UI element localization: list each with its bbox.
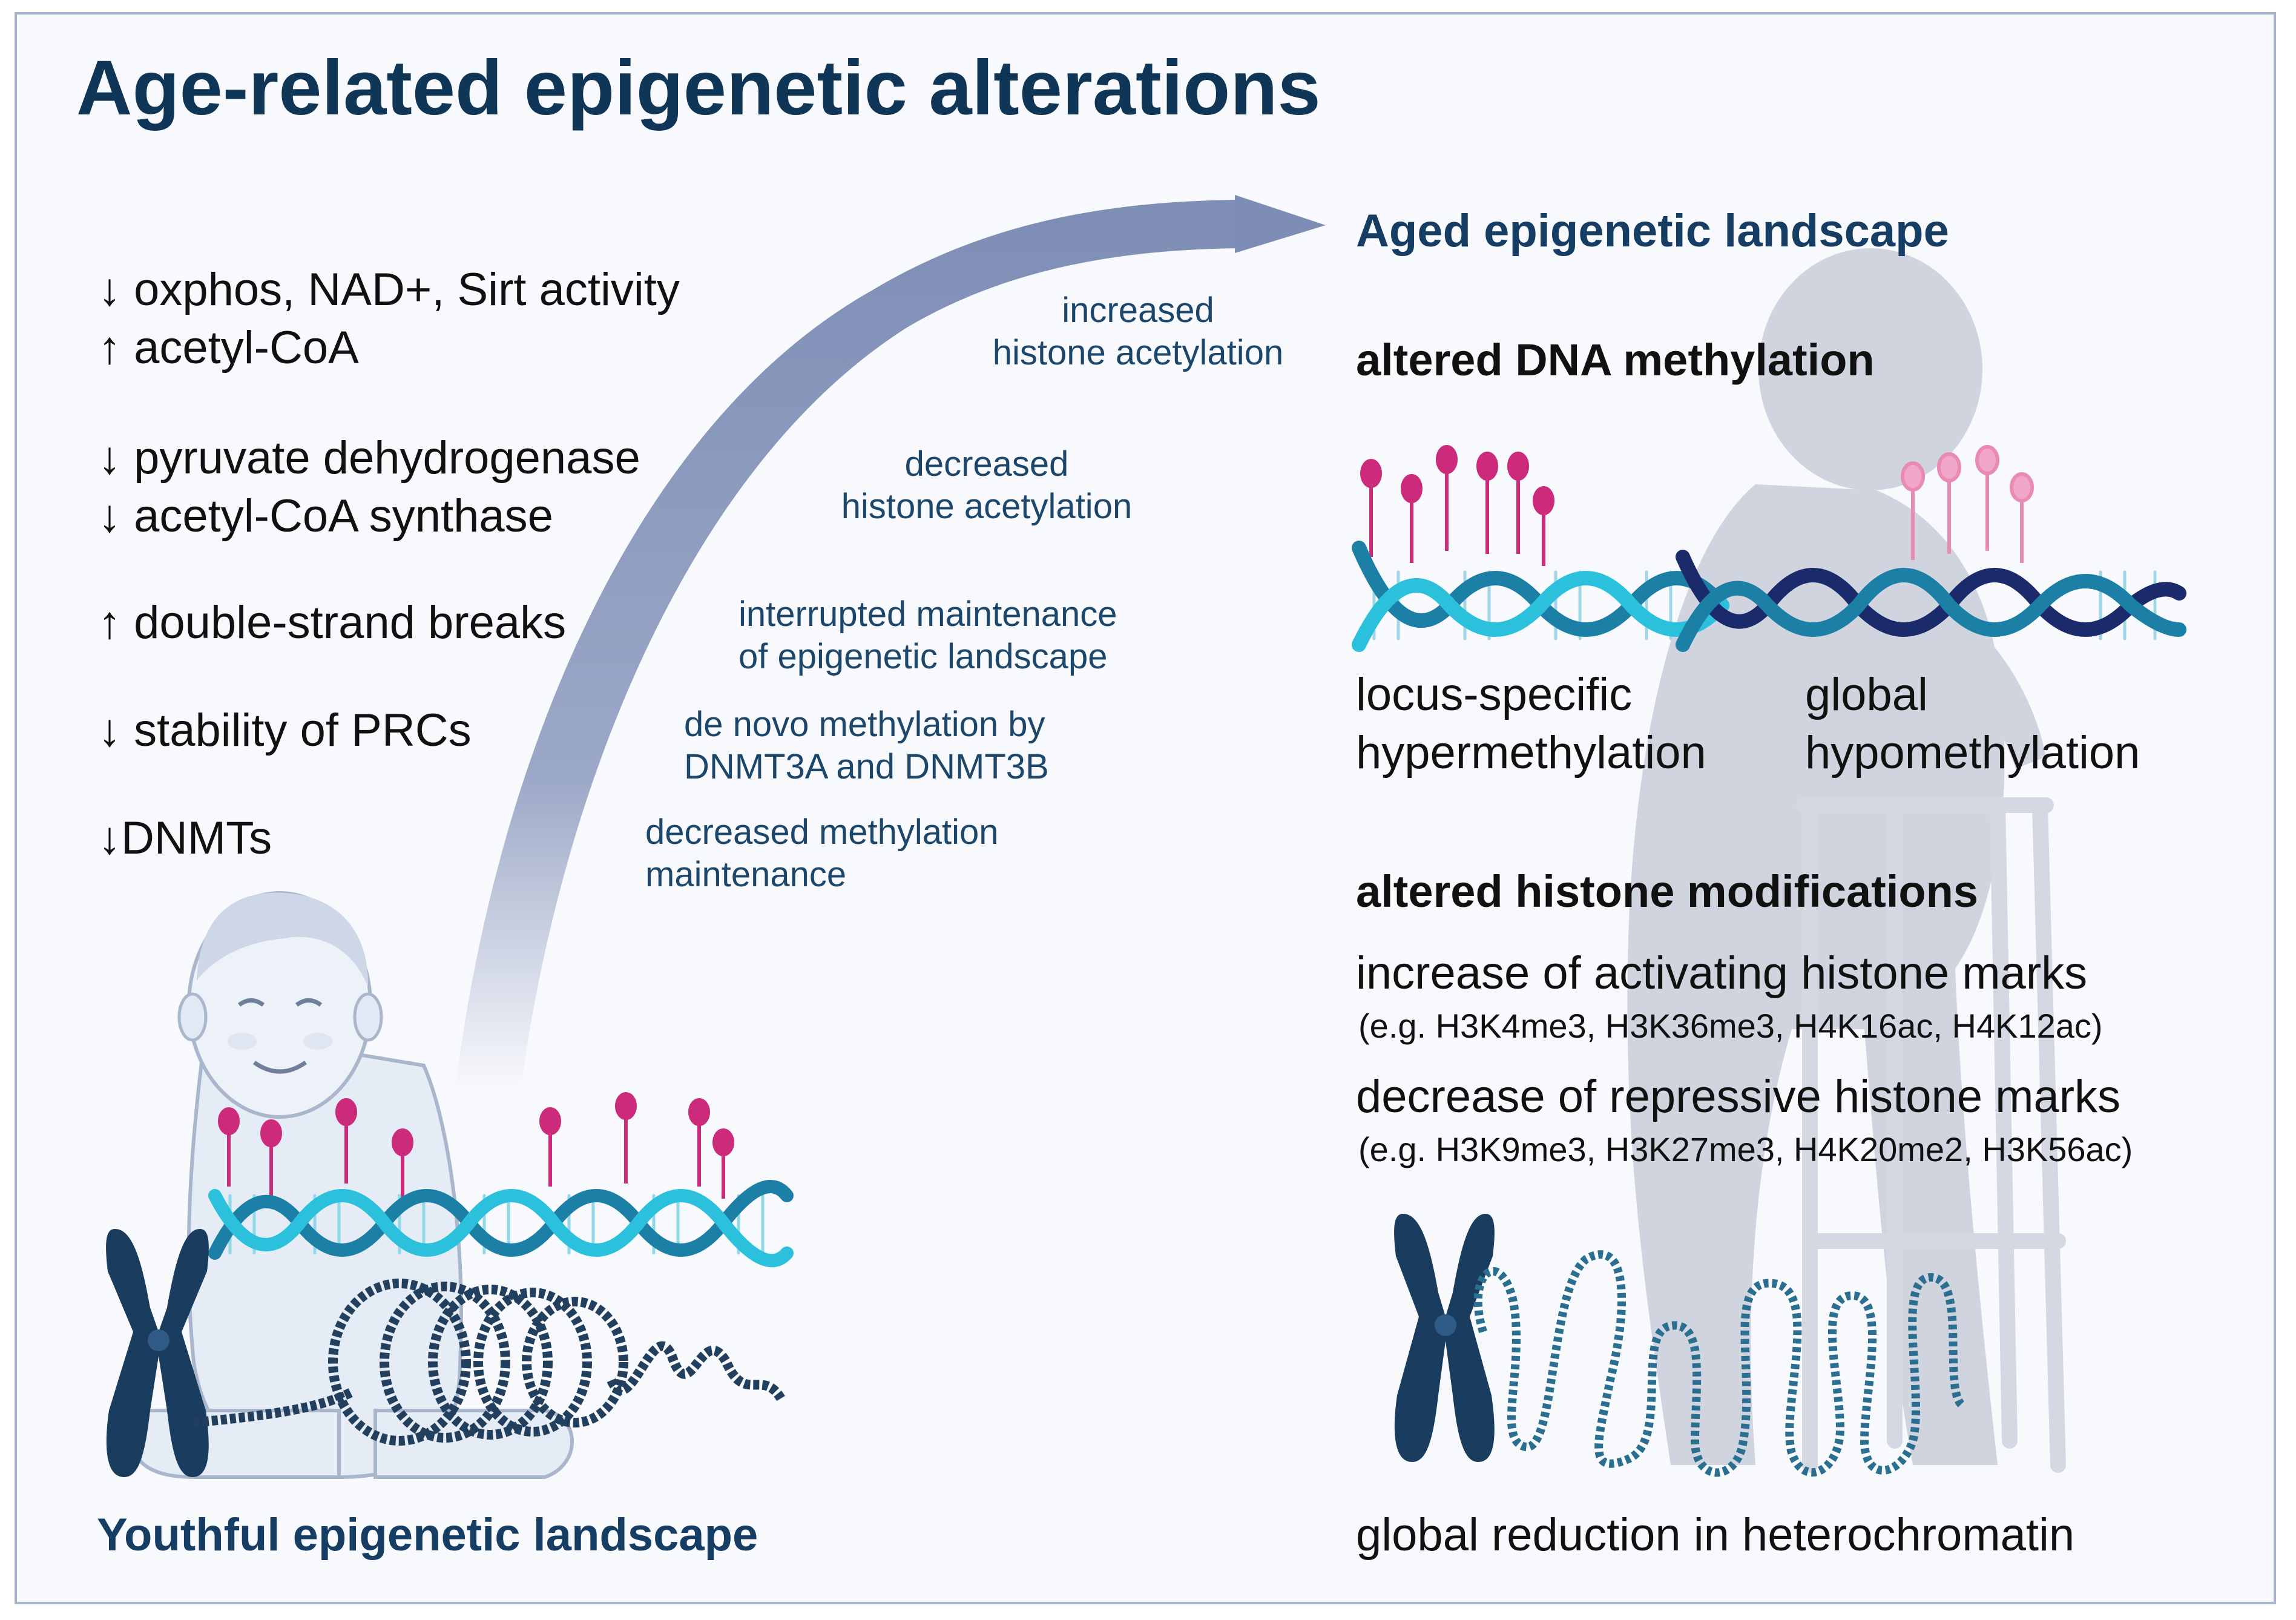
youthful-chromatin-coil xyxy=(193,1279,785,1446)
dna-methylation-heading: altered DNA methylation xyxy=(1356,335,1875,385)
walker-frame xyxy=(1796,797,2066,1473)
factor-dnmts: ↓DNMTs xyxy=(98,812,272,864)
factor-prc: ↓ stability of PRCs xyxy=(98,705,472,756)
label-increased-acetylation: increased histone acetylation xyxy=(992,291,1284,372)
factor-acss: ↓ acetyl-CoA synthase xyxy=(98,490,553,542)
aged-landscape-label: Aged epigenetic landscape xyxy=(1356,205,1949,257)
aged-chromosome xyxy=(1394,1214,1495,1462)
figure-title: Age-related epigenetic alterations xyxy=(76,45,1321,131)
label-decreased-acetylation: decreased histone acetylation xyxy=(841,444,1133,526)
aged-methyl-marks-light xyxy=(1901,445,2034,563)
arrow-head xyxy=(1235,195,1326,253)
aging-arrow xyxy=(455,200,1241,1090)
aged-methyl-marks-dark xyxy=(1360,445,1554,566)
label-interrupted-maintenance: interrupted maintenance of epigenetic la… xyxy=(738,594,1117,676)
repressive-marks-examples: (e.g. H3K9me3, H3K27me3, H4K20me2, H3K56… xyxy=(1358,1130,2133,1168)
histone-heading: altered histone modifications xyxy=(1356,866,1978,917)
factor-pdh: ↓ pyruvate dehydrogenase xyxy=(98,432,640,484)
activating-marks-examples: (e.g. H3K4me3, H3K36me3, H4K16ac, H4K12a… xyxy=(1358,1007,2103,1045)
youthful-dna-helix xyxy=(208,1180,794,1268)
youthful-methyl-marks xyxy=(218,1092,734,1202)
youthful-chromosome xyxy=(106,1229,209,1477)
factor-acetyl-coa: ↑ acetyl-CoA xyxy=(98,322,359,374)
repressive-marks-title: decrease of repressive histone marks xyxy=(1356,1071,2121,1122)
factor-dsb: ↑ double-strand breaks xyxy=(98,597,567,648)
factor-oxphos: ↓ oxphos, NAD+, Sirt activity xyxy=(98,264,680,315)
hypermethylation-label: locus-specific hypermethylation xyxy=(1356,669,1706,779)
label-de-novo-methylation: de novo methylation by DNMT3A and DNMT3B xyxy=(684,705,1049,786)
activating-marks-title: increase of activating histone marks xyxy=(1356,947,2088,999)
heterochromatin-label: global reduction in heterochromatin xyxy=(1356,1509,2075,1561)
elderly-person-silhouette xyxy=(1627,248,2046,1465)
youthful-landscape-label: Youthful epigenetic landscape xyxy=(97,1509,758,1561)
label-decreased-methylation-maintenance: decreased methylation maintenance xyxy=(645,812,999,894)
aged-dna-helix xyxy=(1352,541,2186,652)
aged-relaxed-chromatin xyxy=(1473,1250,1965,1477)
hypomethylation-label: global hypomethylation xyxy=(1805,669,2140,779)
